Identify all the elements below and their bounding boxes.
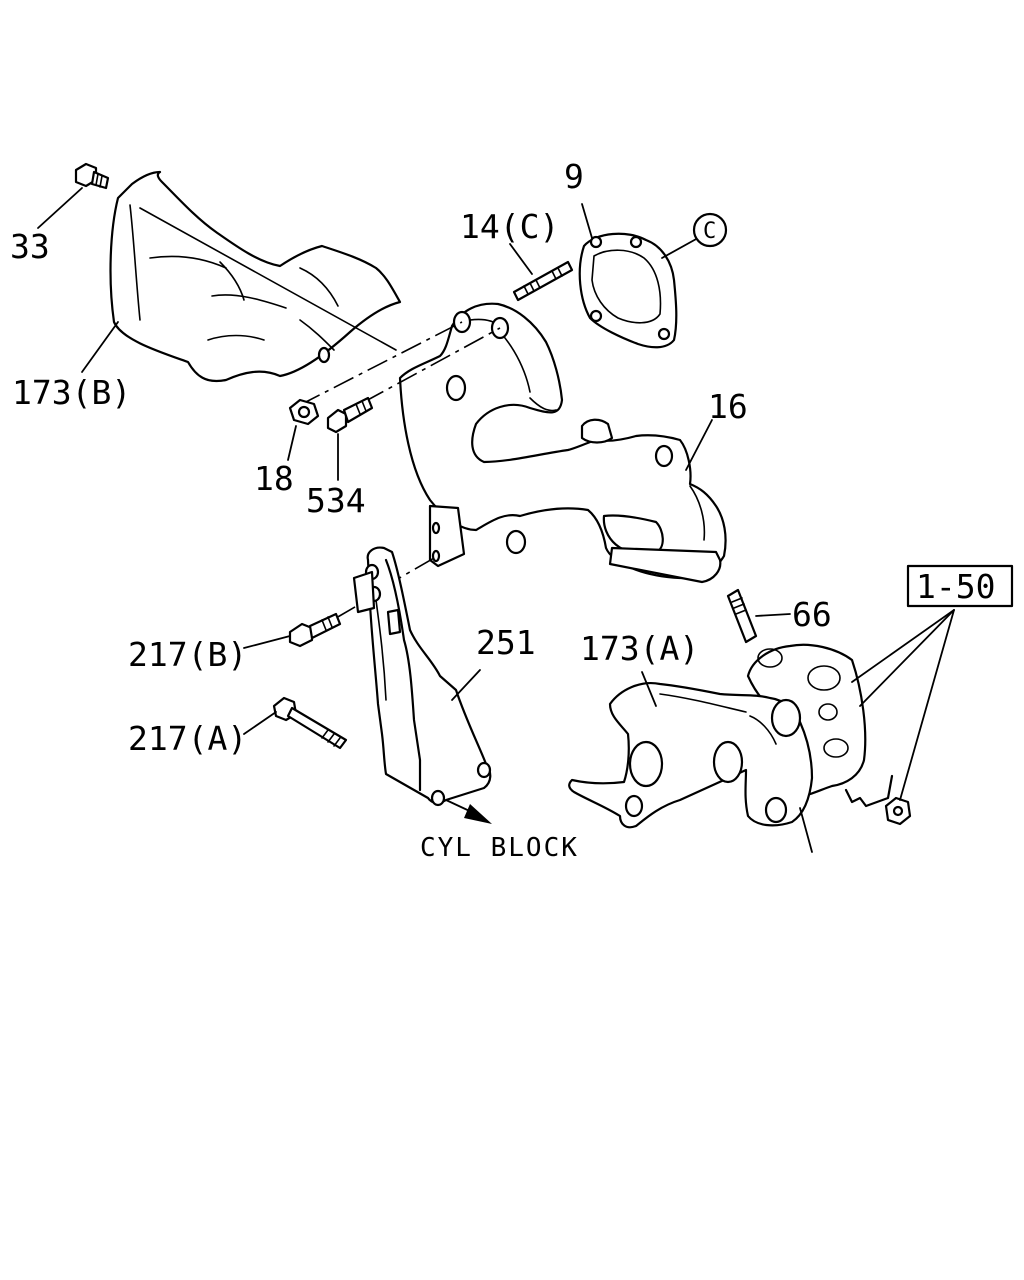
label-33: 33 [10, 227, 50, 266]
cyl-block-arrow [445, 799, 492, 824]
leader-lines [37, 187, 955, 853]
label-14c: 14(C) [460, 207, 559, 246]
label-cyl-block: CYL BLOCK [420, 833, 579, 863]
label-173b: 173(B) [12, 373, 131, 412]
center-line-shield [139, 207, 397, 351]
label-66: 66 [792, 595, 832, 634]
assembly-line-18 [299, 321, 463, 406]
stud-66 [726, 588, 758, 644]
label-1-50: 1-50 [916, 567, 995, 606]
assembly-line-217b [335, 595, 375, 619]
nut-1-50 [884, 796, 912, 826]
label-217a: 217(A) [128, 719, 247, 758]
nut-18 [288, 398, 320, 426]
bolt-534 [326, 396, 374, 434]
bolt-217b [288, 612, 342, 648]
heat-shield-lower [568, 682, 814, 829]
gasket-9 [578, 232, 678, 349]
label-173a: 173(A) [580, 629, 699, 668]
ref-box-1-50 [906, 564, 1014, 608]
heat-shield-upper [109, 170, 402, 383]
bolt-217a [272, 696, 348, 750]
stud-14c [512, 260, 574, 302]
label-217b: 217(B) [128, 635, 247, 674]
label-251: 251 [476, 623, 536, 662]
assembly-line-534 [363, 327, 501, 403]
label-9: 9 [564, 157, 584, 196]
exhaust-manifold [398, 302, 727, 584]
label-c: C [703, 219, 716, 244]
bolt-33 [74, 162, 110, 190]
ref-circle-c [692, 212, 728, 248]
label-534: 534 [306, 481, 366, 520]
label-16: 16 [708, 387, 748, 426]
bracket-251 [352, 546, 492, 807]
label-18: 18 [254, 459, 294, 498]
